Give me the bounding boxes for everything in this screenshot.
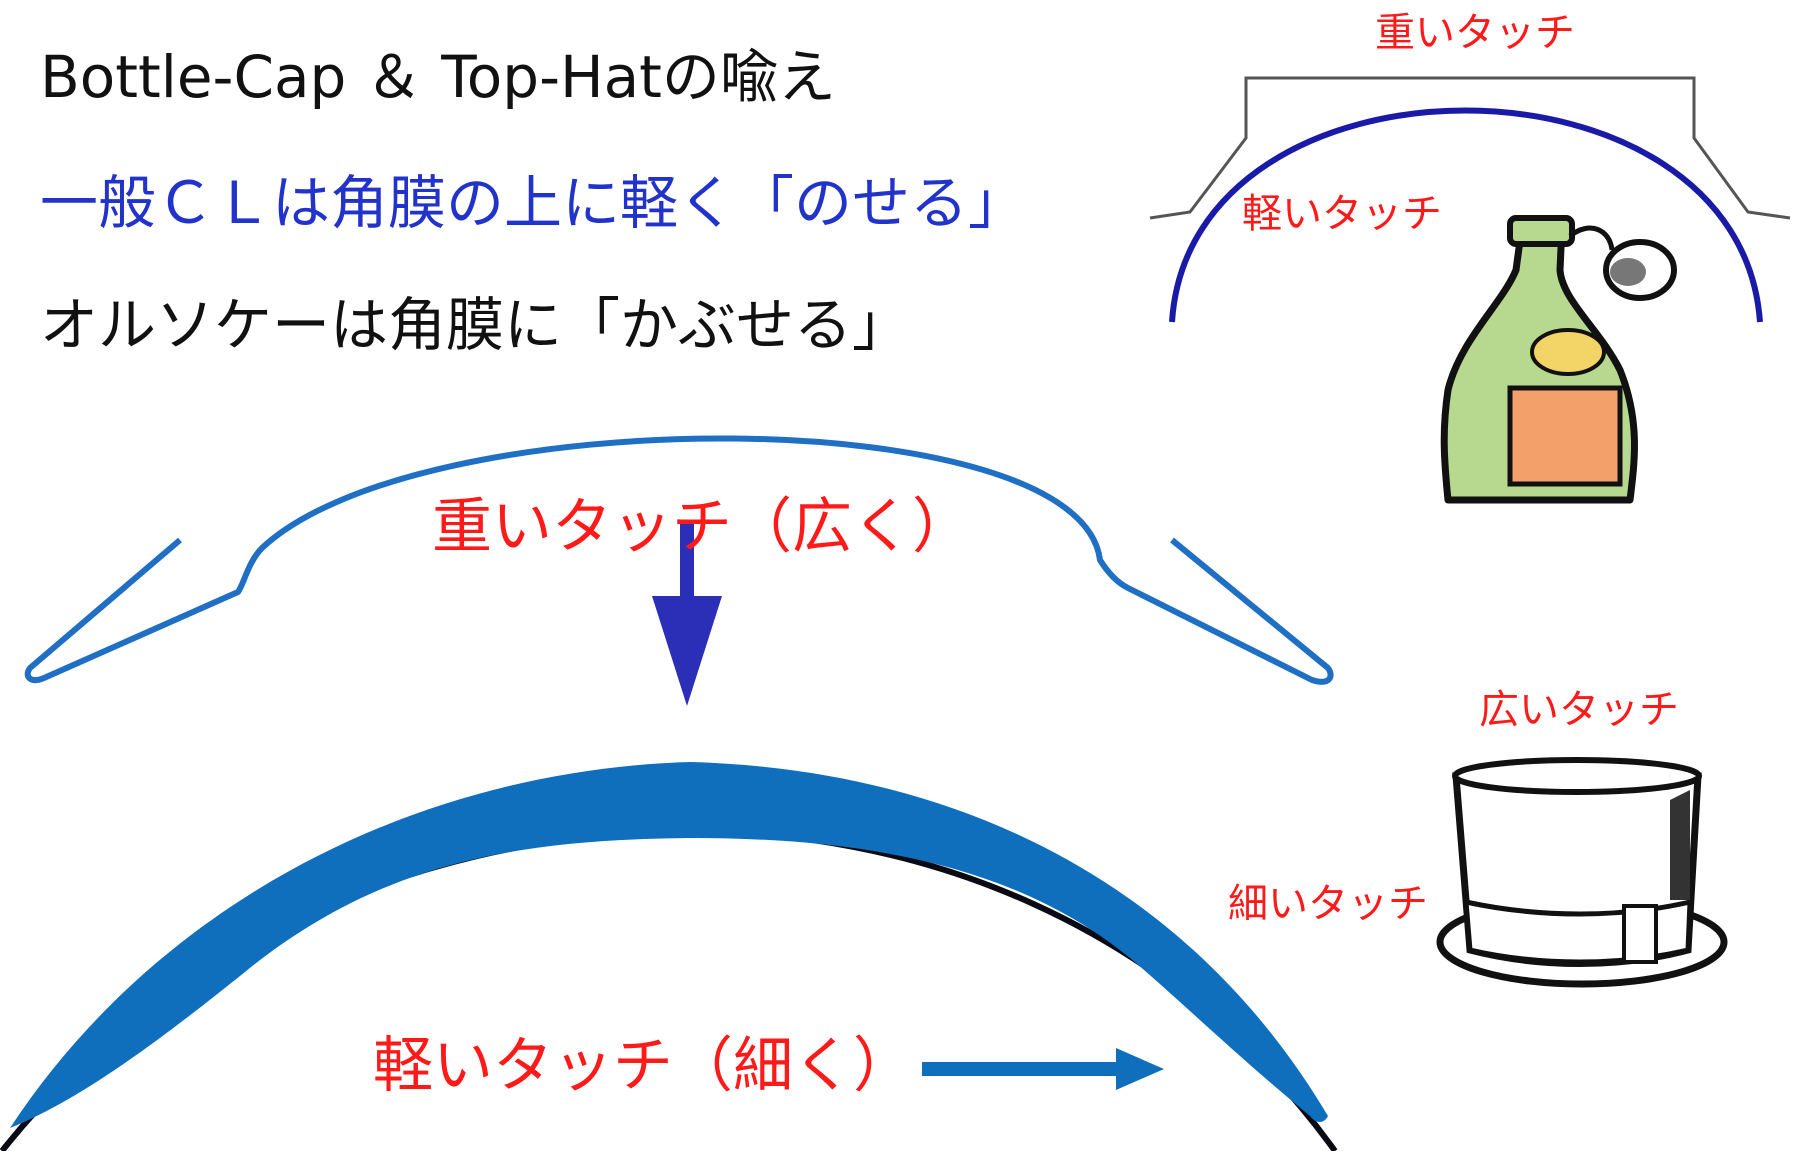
down-arrow-icon — [652, 524, 722, 706]
bottle-icon — [1440, 215, 1677, 504]
page-title: Bottle-Cap ＆ Top-Hatの喩え — [40, 43, 836, 111]
bottle-cap-diagram — [1149, 76, 1791, 323]
thin-touch-hat-label: 細いタッチ — [1228, 881, 1428, 927]
light-touch-top-label: 軽いタッチ — [1242, 191, 1442, 237]
right-arrow-icon — [922, 1048, 1164, 1090]
top-hat-icon — [1436, 757, 1728, 988]
orthok-statement: オルソケーは角膜に「かぶせる」 — [40, 291, 911, 359]
lens-on-cornea — [10, 762, 1328, 1128]
heavy-touch-top-label: 重いタッチ — [1375, 10, 1575, 56]
wide-touch-hat-label: 広いタッチ — [1479, 687, 1679, 733]
cap-profile-outline — [1149, 76, 1791, 220]
orthok-lens-outline — [24, 435, 1334, 685]
cornea-arc-top — [1169, 107, 1763, 323]
general-cl-statement: 一般ＣＬは角膜の上に軽く「のせる」 — [40, 169, 1027, 237]
light-thin-touch-label: 軽いタッチ（細く） — [373, 1031, 913, 1101]
heavy-wide-touch-label: 重いタッチ（広く） — [432, 492, 972, 562]
